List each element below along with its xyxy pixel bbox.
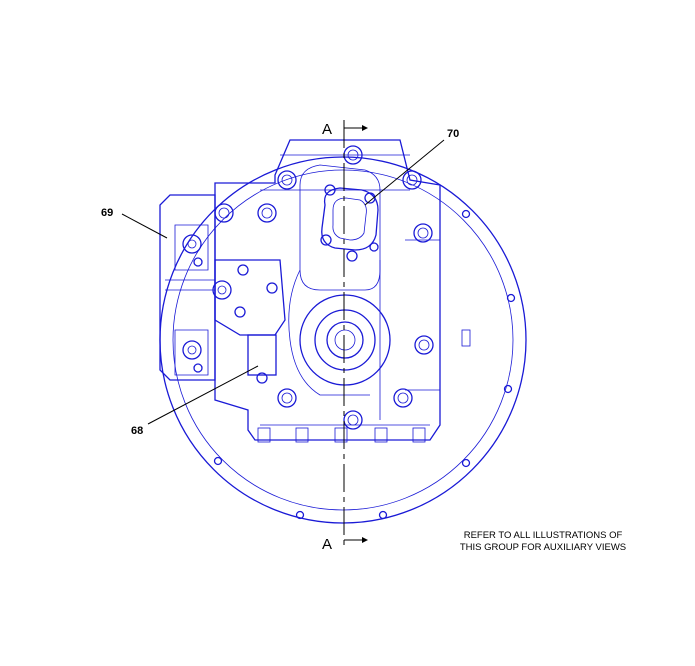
drive-shaft (299, 294, 391, 386)
section-label-top: A (322, 121, 332, 138)
section-line-a (343, 120, 368, 545)
section-arrow-top-icon (362, 125, 368, 131)
part-70-pilot-cover (320, 184, 379, 262)
note-line-1: REFER TO ALL ILLUSTRATIONS OF (463, 530, 623, 541)
leader-68 (147, 365, 259, 425)
leader-70 (364, 139, 445, 206)
callout-leaders (121, 139, 445, 425)
section-arrow-bottom-icon (362, 537, 368, 543)
part-69-regulator (159, 194, 216, 381)
auxiliary-views-note: REFER TO ALL ILLUSTRATIONS OF THIS GROUP… (438, 530, 648, 554)
section-label-bottom: A (322, 536, 332, 553)
leader-69 (121, 213, 168, 239)
pump-housing (214, 139, 441, 443)
callout-69: 69 (101, 207, 113, 219)
part-68-solenoid (212, 259, 286, 384)
callout-68: 68 (131, 425, 143, 437)
note-line-2: THIS GROUP FOR AUXILIARY VIEWS (459, 542, 627, 553)
callout-70: 70 (447, 128, 459, 140)
housing-bolts (214, 145, 434, 430)
